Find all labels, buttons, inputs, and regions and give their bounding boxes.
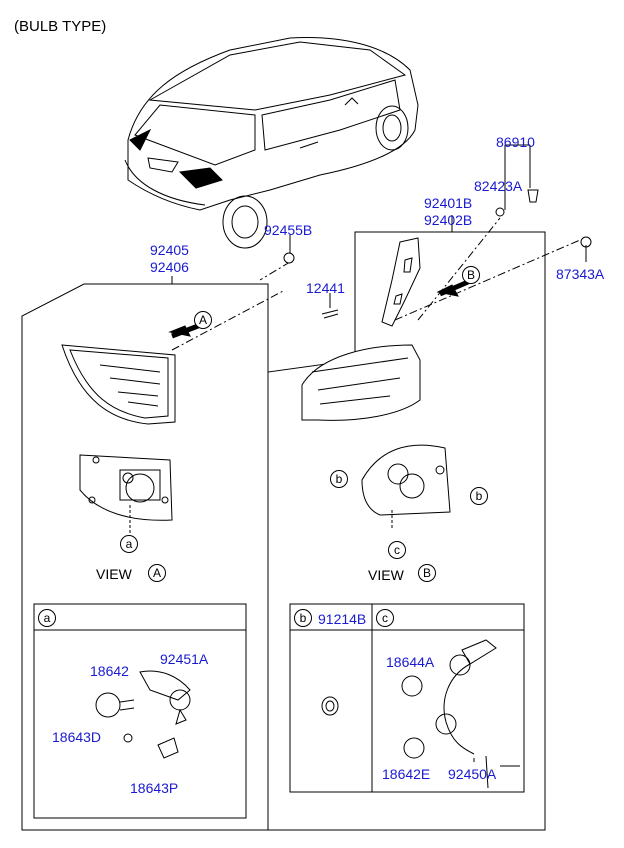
- car-illustration: [124, 37, 419, 249]
- inner-lamp-back: [79, 454, 173, 534]
- label-18644A: 18644A: [386, 654, 435, 670]
- right-assembly-box: [267, 231, 546, 831]
- marker-b-right-callout: b: [470, 487, 488, 505]
- marker-b-left-callout: b: [330, 470, 348, 488]
- label-86910: 86910: [496, 134, 535, 150]
- detail-c-marker: c: [376, 609, 394, 627]
- label-92401B: 92401B: [424, 195, 473, 211]
- label-92405: 92405: [150, 242, 189, 258]
- marker-B-callout: B: [462, 266, 480, 284]
- marker-c-callout: c: [388, 541, 406, 559]
- label-18643D: 18643D: [52, 729, 102, 745]
- view-a-label: VIEW: [96, 566, 132, 582]
- detail-a-box: [33, 603, 247, 819]
- bulb-socket-detail: [95, 670, 191, 759]
- part-91214B-grommet: [321, 696, 339, 716]
- view-b-label: VIEW: [368, 567, 404, 583]
- label-92402B: 92402B: [424, 212, 473, 228]
- label-91214B: 91214B: [318, 611, 367, 627]
- label-18642E: 18642E: [382, 766, 431, 782]
- detail-bc-box: [289, 603, 525, 793]
- wiring-harness-detail: [401, 639, 497, 759]
- view-a-marker: A: [148, 564, 166, 582]
- view-b-marker: B: [418, 564, 436, 582]
- label-12441: 12441: [306, 280, 345, 296]
- label-92455B: 92455B: [264, 222, 313, 238]
- label-92451A: 92451A: [160, 651, 209, 667]
- outer-lamp-back: [361, 444, 451, 528]
- detail-a-marker: a: [38, 609, 56, 627]
- label-18642: 18642: [90, 663, 129, 679]
- label-92450A: 92450A: [448, 766, 497, 782]
- diagram-title: (BULB TYPE): [14, 18, 107, 35]
- inner-tail-lamp: [61, 344, 176, 425]
- label-92406: 92406: [150, 259, 189, 275]
- bracket-92401B: [381, 237, 421, 327]
- marker-A-callout: A: [194, 311, 212, 329]
- label-18643P: 18643P: [130, 780, 179, 796]
- label-87343A: 87343A: [556, 266, 605, 282]
- detail-b-marker: b: [294, 609, 312, 627]
- outer-tail-lamp: [301, 344, 421, 421]
- marker-a-callout: a: [120, 535, 138, 553]
- label-82423A: 82423A: [474, 178, 523, 194]
